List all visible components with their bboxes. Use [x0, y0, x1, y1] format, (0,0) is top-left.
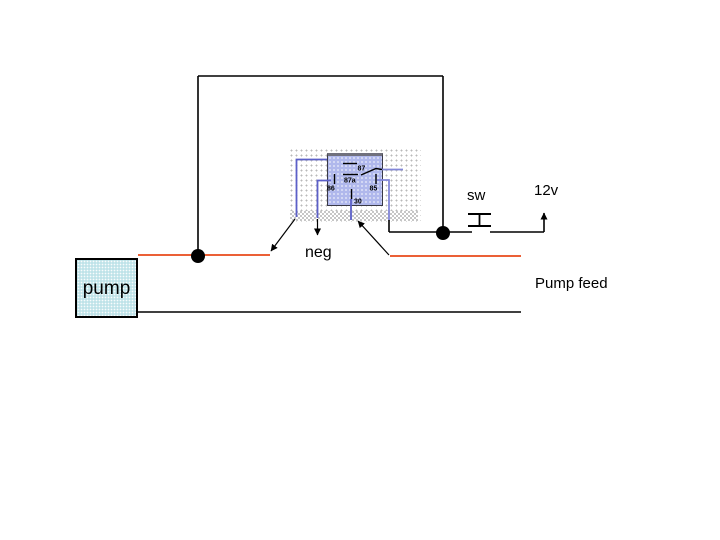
neg-label: neg — [305, 244, 332, 261]
junction-dot-right — [436, 226, 450, 240]
relay-shadow-band — [290, 211, 418, 221]
relay-lead-86 — [316, 179, 331, 218]
relay-lead-85 — [377, 179, 390, 220]
pump-label: pump — [82, 277, 131, 299]
switch-label: sw — [467, 187, 486, 204]
junction-dot-left — [191, 249, 205, 263]
relay-pin-86-label: 86 — [327, 186, 335, 193]
pump-feed-label: Pump feed — [535, 275, 608, 292]
relay-pin-87-label: 87 — [358, 166, 366, 173]
arrow-to-pin30 — [357, 220, 390, 256]
relay-blade — [360, 167, 383, 176]
relay-pin-85-label: 85 — [370, 186, 378, 193]
arrow-to-positive-wire — [270, 218, 296, 252]
pump-box: pump — [75, 258, 138, 318]
relay-lead-top-left — [295, 158, 327, 217]
supply-12v-label: 12v — [534, 182, 559, 199]
relay-pin-87a-label: 87a — [344, 178, 356, 185]
relay-pin-30-label: 30 — [354, 199, 362, 206]
